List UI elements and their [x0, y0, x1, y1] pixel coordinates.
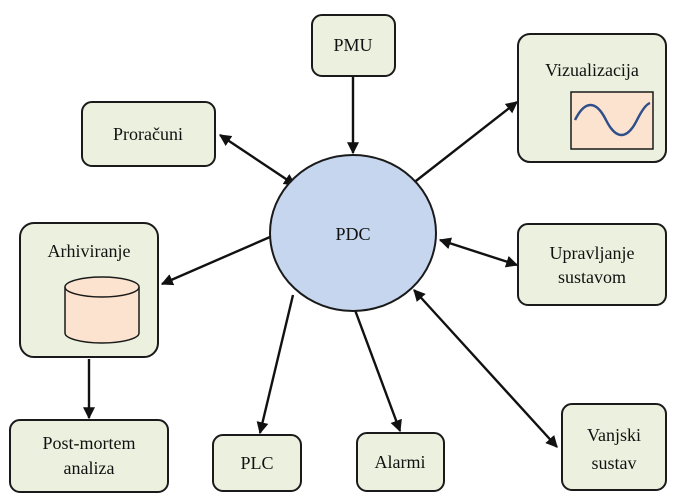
- edge-pdc-vanjski: [413, 289, 558, 448]
- alarmi-node: Alarmi: [356, 432, 445, 492]
- vanjski-label-line1: Vanjski: [587, 425, 641, 445]
- edge-proracuni-pdc: [219, 134, 296, 186]
- upravljanje-label-line2: sustavom: [558, 267, 626, 287]
- upravljanje-label-line1: Upravljanje: [550, 243, 635, 263]
- post-mortem-label-line1: Post-mortem: [43, 433, 136, 453]
- proracuni-node: Proračuni: [81, 101, 216, 167]
- edge-pdc-upravljanje: [438, 237, 519, 268]
- vanjski-sustav-node: Vanjski sustav: [561, 403, 667, 491]
- edge-pdc-plc: [256, 294, 295, 435]
- vanjski-label-line2: sustav: [592, 453, 637, 473]
- connections: [83, 77, 558, 448]
- edge-pdc-arhiviranje: [160, 235, 271, 286]
- post-mortem-node: Post-mortem analiza: [9, 419, 169, 493]
- proracuni-label: Proračuni: [113, 124, 183, 144]
- vizualizacija-label: Vizualizacija: [545, 60, 639, 80]
- arhiviranje-label: Arhiviranje: [48, 241, 131, 261]
- arhiviranje-node: Arhiviranje: [19, 222, 159, 358]
- plc-label: PLC: [240, 453, 273, 473]
- pdc-node: PDC: [269, 154, 437, 312]
- upravljanje-sustavom-node: Upravljanje sustavom: [517, 223, 667, 306]
- vizualizacija-node: Vizualizacija: [517, 33, 667, 163]
- sine-wave-icon: [570, 91, 654, 150]
- pdc-label: PDC: [335, 224, 370, 244]
- pmu-label: PMU: [333, 35, 372, 55]
- plc-node: PLC: [212, 434, 302, 492]
- edge-pdc-alarmi: [353, 309, 402, 433]
- database-cylinder-icon: [64, 276, 140, 344]
- alarmi-label: Alarmi: [375, 452, 426, 472]
- pmu-node: PMU: [311, 14, 396, 77]
- edge-pdc-vizualizacija: [411, 101, 518, 185]
- post-mortem-label-line2: analiza: [64, 458, 115, 478]
